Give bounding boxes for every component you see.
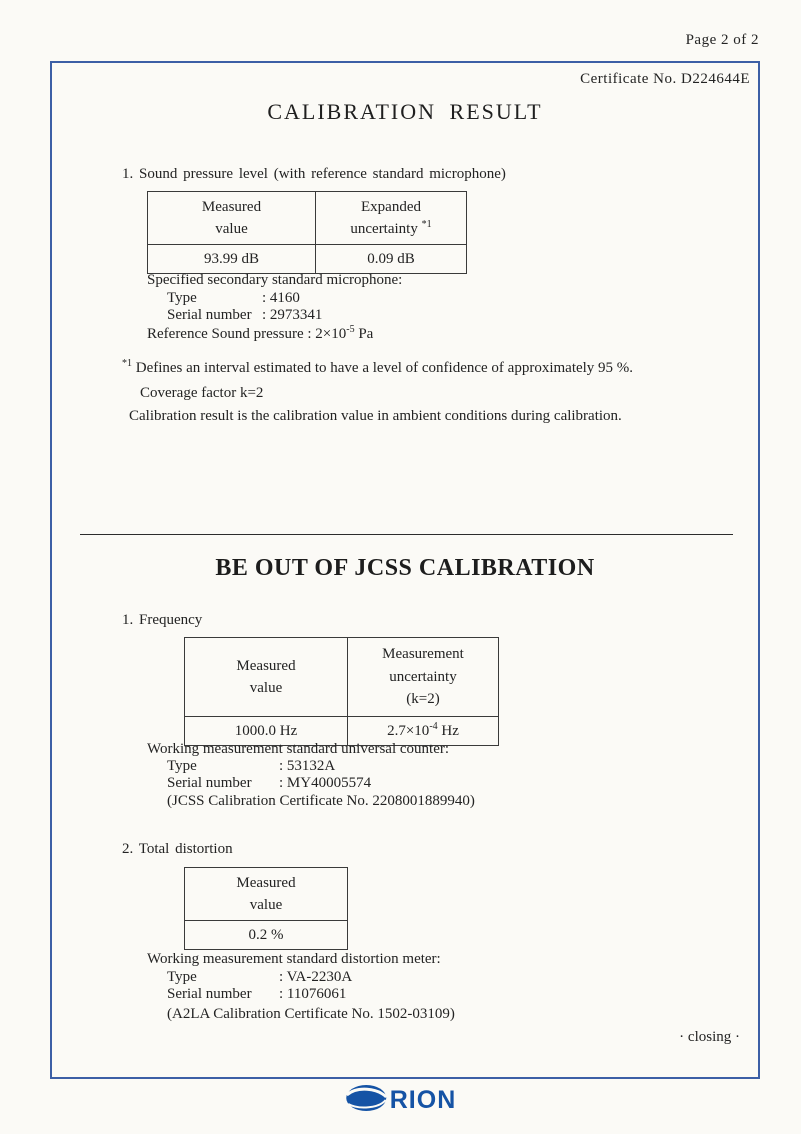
uncertainty-value-cell: 0.09 dB: [315, 244, 467, 274]
serial-number-row: Serial number : 2973341: [167, 307, 322, 324]
type-label: Type: [167, 969, 197, 985]
type-row: Type : 53132A: [167, 758, 335, 775]
serial-number-row: Serial number : MY40005574: [167, 775, 371, 792]
serial-value: : 2973341: [262, 307, 323, 323]
table-value-row: 93.99 dB 0.09 dB: [147, 244, 467, 274]
a2la-certificate-note: (A2LA Calibration Certificate No. 1502-0…: [167, 1006, 455, 1022]
measured-value-header: Measured value: [184, 867, 348, 921]
microphone-label: Specified secondary standard microphone:: [147, 272, 403, 288]
ref-pressure-unit: Pa: [354, 326, 374, 342]
uncertainty-footnote: *1 Defines an interval estimated to have…: [122, 358, 634, 377]
serial-label: Serial number: [167, 775, 252, 791]
certificate-number: Certificate No. D224644E: [580, 71, 750, 87]
header-line: Measured: [236, 874, 296, 891]
header-line: value: [249, 680, 283, 696]
page-number: Page 2 of 2: [685, 32, 759, 48]
header-line: value: [215, 221, 248, 237]
table-header-row: Measured value: [184, 867, 348, 921]
header-line: Measurement: [382, 646, 464, 663]
serial-value: : MY40005574: [279, 775, 372, 791]
calibration-result-title: CALIBRATION RESULT: [267, 99, 543, 124]
footnote-marker: *1: [421, 219, 432, 230]
ambient-conditions-note: Calibration result is the calibration va…: [129, 408, 622, 424]
table-header-row: Measured value Measurement uncertainty (…: [184, 637, 499, 717]
type-value: : 4160: [262, 290, 300, 306]
type-label: Type: [167, 758, 197, 774]
uncertainty-exponent: -4: [429, 720, 438, 732]
measured-value-cell: 0.2 %: [184, 920, 348, 950]
serial-label: Serial number: [167, 986, 252, 1002]
type-row: Type : 4160: [167, 290, 300, 307]
serial-number-row: Serial number : 11076061: [167, 986, 346, 1003]
header-line: Expanded: [361, 198, 421, 215]
header-line: Measured: [236, 657, 296, 674]
header-line: (k=2): [406, 691, 440, 708]
header-line: uncertainty: [350, 221, 418, 237]
expanded-uncertainty-header: Expanded uncertainty *1: [315, 191, 467, 245]
ref-pressure-exponent: -5: [346, 324, 355, 335]
footnote-text: Defines an interval estimated to have a …: [132, 360, 634, 376]
total-distortion-heading: 2. Total distortion: [122, 841, 233, 857]
distortion-meter-label: Working measurement standard distortion …: [147, 951, 441, 967]
type-row: Type : VA-2230A: [167, 969, 352, 986]
jcss-certificate-note: (JCSS Calibration Certificate No. 220800…: [167, 793, 475, 809]
uncertainty-value-cell: 2.7×10-4 Hz: [347, 716, 499, 746]
measured-value-cell: 1000.0 Hz: [184, 716, 348, 746]
header-line: uncertainty: [389, 668, 457, 685]
serial-label: Serial number: [167, 307, 252, 323]
frequency-table: Measured value Measurement uncertainty (…: [184, 637, 499, 746]
type-label: Type: [167, 290, 197, 306]
measured-value-header: Measured value: [147, 191, 316, 245]
closing-label: · closing ·: [679, 1029, 740, 1045]
table-value-row: 0.2 %: [184, 920, 348, 950]
universal-counter-label: Working measurement standard universal c…: [147, 741, 450, 757]
ref-pressure-base: Reference Sound pressure : 2×10: [147, 326, 347, 342]
header-line: Measured: [201, 198, 262, 215]
sound-pressure-table: Measured value Expanded uncertainty *1 9…: [147, 191, 467, 274]
sound-pressure-heading: 1. Sound pressure level (with reference …: [122, 166, 506, 182]
table-value-row: 1000.0 Hz 2.7×10-4 Hz: [184, 716, 499, 746]
rion-logo: RION: [345, 1084, 457, 1117]
type-value: : VA-2230A: [279, 969, 353, 985]
reference-sound-pressure: Reference Sound pressure : 2×10-5 Pa: [147, 324, 374, 343]
table-header-row: Measured value Expanded uncertainty *1: [147, 191, 467, 245]
uncertainty-unit: Hz: [437, 722, 459, 739]
footnote-marker: *1: [122, 358, 132, 369]
distortion-table: Measured value 0.2 %: [184, 867, 348, 950]
globe-icon: [345, 1084, 387, 1117]
type-value: : 53132A: [279, 758, 336, 774]
measured-value-cell: 93.99 dB: [147, 244, 316, 274]
jcss-section-title: BE OUT OF JCSS CALIBRATION: [215, 555, 595, 581]
serial-value: : 11076061: [279, 986, 347, 1002]
measurement-uncertainty-header: Measurement uncertainty (k=2): [347, 637, 499, 717]
section-divider: [80, 534, 733, 535]
certificate-border: Certificate No. D224644E CALIBRATION RES…: [50, 61, 760, 1079]
header-line: value: [249, 897, 283, 913]
frequency-heading: 1. Frequency: [122, 612, 203, 628]
measured-value-header: Measured value: [184, 637, 348, 717]
logo-wordmark: RION: [389, 1086, 457, 1114]
coverage-factor-note: Coverage factor k=2: [140, 385, 264, 401]
uncertainty-base: 2.7×10: [387, 722, 430, 739]
